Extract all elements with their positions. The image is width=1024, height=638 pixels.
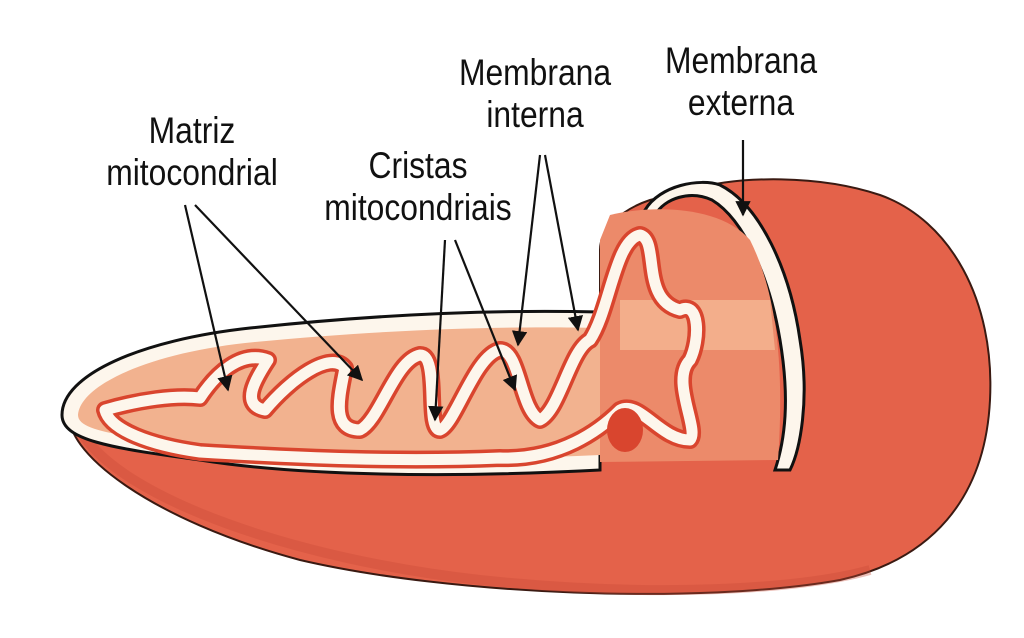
label-line: Membrana: [458, 52, 612, 93]
label-line: Membrana: [664, 40, 818, 81]
label-membrana-interna: Membrana interna: [453, 52, 616, 136]
label-line: Matriz: [148, 110, 236, 151]
label-line: externa: [687, 82, 795, 123]
inner-membrane-cristae: [96, 226, 706, 469]
label-cristas-mitocondriais: Cristas mitocondriais: [315, 145, 521, 229]
label-line: mitocondriais: [324, 187, 512, 228]
label-line: mitocondrial: [106, 152, 278, 193]
label-matriz-mitocondrial: Matriz mitocondrial: [97, 110, 286, 194]
label-line: Cristas: [368, 145, 468, 186]
label-membrana-externa: Membrana externa: [659, 40, 822, 124]
label-line: interna: [486, 94, 584, 135]
label-arrows: [183, 140, 751, 422]
